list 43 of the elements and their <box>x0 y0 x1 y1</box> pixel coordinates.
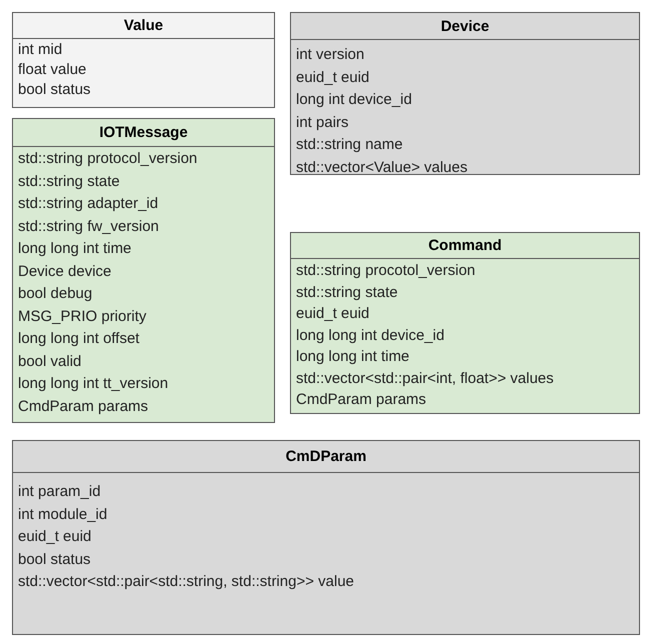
class-name: Command <box>291 233 639 259</box>
class-box <box>290 12 640 175</box>
class-name: CmDParam <box>13 441 639 473</box>
class-name: Value <box>13 13 274 39</box>
class-attribute: std::vector<std::pair<std::string, std::string>> value <box>17 572 355 592</box>
class-attribute: bool status <box>17 80 92 100</box>
class-attribute: int pairs <box>295 112 350 132</box>
class-attribute: bool valid <box>17 352 82 372</box>
class-box <box>12 440 640 635</box>
class-attribute: long long int time <box>295 347 410 367</box>
class-attribute: euid_t euid <box>295 68 370 88</box>
class-attribute: std::string state <box>17 172 121 192</box>
class-attribute: Device device <box>17 262 112 282</box>
class-attribute: long int device_id <box>295 90 413 110</box>
class-attribute: euid_t euid <box>295 304 370 324</box>
class-attribute: bool debug <box>17 284 94 304</box>
class-box <box>12 12 275 108</box>
class-attribute: float value <box>17 60 88 80</box>
class-attribute: euid_t euid <box>17 527 92 547</box>
class-attribute: MSG_PRIO priority <box>17 306 148 326</box>
class-attribute: int param_id <box>17 482 102 502</box>
class-attribute: std::string name <box>295 135 404 155</box>
class-attribute: int version <box>295 45 366 65</box>
class-attribute: int mid <box>17 40 64 60</box>
class-name: Device <box>291 13 639 40</box>
class-name: IOTMessage <box>13 119 274 147</box>
class-attribute: long long int device_id <box>295 326 446 346</box>
class-box <box>12 118 275 423</box>
class-attribute: bool status <box>17 550 92 570</box>
class-attribute: long long int offset <box>17 329 140 349</box>
class-attribute: std::vector<std::pair<int, float>> values <box>295 368 555 388</box>
class-attribute: long long int time <box>17 239 132 259</box>
class-attribute: CmdParam params <box>17 396 150 416</box>
class-attribute: std::string fw_version <box>17 216 160 236</box>
class-attribute: std::string adapter_id <box>17 194 160 214</box>
class-attribute: std::string procotol_version <box>295 261 476 281</box>
class-attribute: std::string state <box>295 282 399 302</box>
class-attribute: std::vector<Value> values <box>295 158 468 178</box>
class-box <box>290 232 640 414</box>
class-attribute: CmdParam params <box>295 390 428 410</box>
class-attribute: std::string protocol_version <box>17 149 198 169</box>
class-attribute: int module_id <box>17 504 108 524</box>
class-attribute: long long int tt_version <box>17 374 170 394</box>
